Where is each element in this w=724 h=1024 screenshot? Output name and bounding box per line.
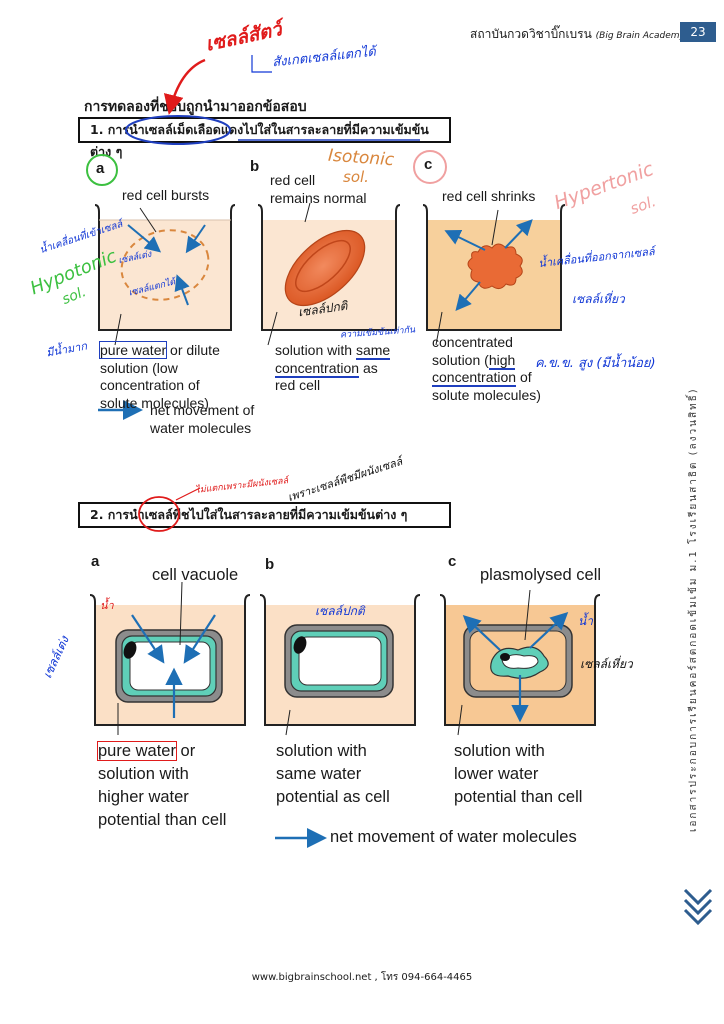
q1-circle-annotation xyxy=(125,115,231,145)
fig2-a-caption-or: or xyxy=(175,742,196,760)
fig1-c-caption-line4: solute molecules) xyxy=(432,386,541,403)
fig1-a-caption-line3: concentration of xyxy=(100,377,200,393)
header-institute-name: สถาบันกวดวิชาบิ๊กเบรน xyxy=(470,27,592,41)
fig2-c-caption-line1: solution with xyxy=(454,742,545,760)
fig1-b-title-1: red cell xyxy=(270,172,316,188)
fig1-a-caption-line4: solute molecules) xyxy=(100,394,209,411)
fig2-b-caption-line2: same water xyxy=(276,765,362,784)
fig1-beaker-c xyxy=(422,204,566,346)
fig2-b-caption-line1: solution with xyxy=(276,742,367,760)
header-academy: (Big Brain Academy) xyxy=(595,31,689,41)
fig2-a-caption-line2: solution with xyxy=(98,765,189,784)
chevron-down-icon xyxy=(683,888,713,926)
annotation-c-note: ค.ข.ข. สูง (มีน้ำน้อย) xyxy=(535,356,656,371)
fig2-a-caption: pure water or solution with higher water… xyxy=(97,740,227,832)
fig1-c-caption: concentrated solution (high concentratio… xyxy=(432,334,541,404)
annotation-f2c-water: น้ำ xyxy=(578,614,593,628)
section-title: การทดลองที่ชอบถูกนำมาออกข้อสอบ xyxy=(84,99,307,115)
blue-hook-annotation xyxy=(251,55,272,73)
fig1-a-circle xyxy=(86,154,118,186)
fig1-c-circle xyxy=(413,150,447,184)
fig1-legend-line1: net movement of xyxy=(150,402,255,418)
annotation-c-side-2: เซลล์เหี่ยว xyxy=(572,292,625,306)
fig1-a-caption-line2: solution (low xyxy=(100,359,178,376)
fig1-beaker-b xyxy=(257,202,401,346)
fig2-a-title: cell vacuole xyxy=(152,566,239,584)
fig2-c-caption-line2: lower water xyxy=(454,765,539,784)
fig1-b-caption-concentration: concentration xyxy=(275,359,360,378)
fig1-legend: net movement of water molecules xyxy=(150,402,254,437)
fig1-b-title-2: remains normal xyxy=(270,190,367,206)
fig2-c-title: plasmolysed cell xyxy=(480,566,602,584)
fig2-beaker-b xyxy=(259,594,421,736)
annotation-f2a-water: น้ำ xyxy=(100,599,114,612)
fig2-a-caption-pure: pure water xyxy=(97,741,177,761)
fig1-b-caption-same: same xyxy=(355,342,391,360)
fig1-c-caption-line2a: solution ( xyxy=(432,351,489,368)
fig2-letter-b: b xyxy=(265,556,275,573)
header-institute: สถาบันกวดวิชาบิ๊กเบรน (Big Brain Academy… xyxy=(470,25,688,44)
annotation-isotonic-2: sol. xyxy=(343,168,369,186)
fig1-b-caption-line1: solution with xyxy=(275,342,356,358)
fig2-a-caption-line4: potential than cell xyxy=(98,811,227,830)
annotation-f2b-note: เซลล์ปกติ xyxy=(315,604,365,618)
q2-pointer xyxy=(175,487,201,501)
fig1-a-caption-pure: pure water xyxy=(98,341,168,359)
fig1-c-caption-line1: concentrated xyxy=(432,334,513,350)
fig1-b-caption: solution with same concentration as red … xyxy=(275,342,391,395)
fig2-legend: net movement of water molecules xyxy=(330,828,577,846)
red-arrow-annotation xyxy=(163,58,206,115)
fig2-b-caption-line3: potential as cell xyxy=(276,788,390,807)
fig2-beaker-c xyxy=(439,589,601,736)
fig1-c-caption-high: high xyxy=(488,351,516,370)
fig2-letter-a: a xyxy=(91,553,100,570)
fig2-beaker-a xyxy=(89,581,251,735)
fig1-letter-c: c xyxy=(424,156,433,173)
fig1-legend-line2: water molecules xyxy=(150,419,252,436)
fig1-letter-a: a xyxy=(96,160,105,177)
fig2-b-caption: solution with same water potential as ce… xyxy=(276,740,390,809)
side-vertical-text: เอกสารประกอบการเรียนคอร์สตกอดเข้มเข้ม ม.… xyxy=(688,387,699,833)
fig1-a-caption-rest: or dilute xyxy=(166,342,220,358)
fig1-letter-b: b xyxy=(250,158,260,175)
fig1-c-title: red cell shrinks xyxy=(442,188,536,204)
page-number: 23 xyxy=(680,22,716,42)
fig2-c-caption: solution with lower water potential than… xyxy=(454,740,582,809)
annotation-f2c-side: เซลล์เหี่ยว xyxy=(580,657,633,671)
fig1-a-title: red cell bursts xyxy=(122,187,210,203)
fig1-c-caption-of: of xyxy=(516,369,532,385)
fig1-b-caption-as: as xyxy=(359,359,378,376)
q2-circle-annotation xyxy=(138,496,180,532)
fig1-a-caption: pure water or dilute solution (low conce… xyxy=(98,341,220,412)
fig1-beaker-a xyxy=(94,204,236,346)
fig2-a-caption-line3: higher water xyxy=(98,788,189,807)
fig1-b-caption-line3: red cell xyxy=(275,377,321,393)
question-1: 1. การนำเซลล์เม็ดเลือดแดงไปใส่ในสารละลาย… xyxy=(78,117,451,159)
fig1-c-caption-concentration: concentration xyxy=(432,369,517,387)
footer-contact: www.bigbrainschool.net , โทร 094-664-446… xyxy=(251,972,473,983)
fig2-letter-c: c xyxy=(448,553,457,570)
fig2-c-caption-line3: potential than cell xyxy=(454,788,583,807)
